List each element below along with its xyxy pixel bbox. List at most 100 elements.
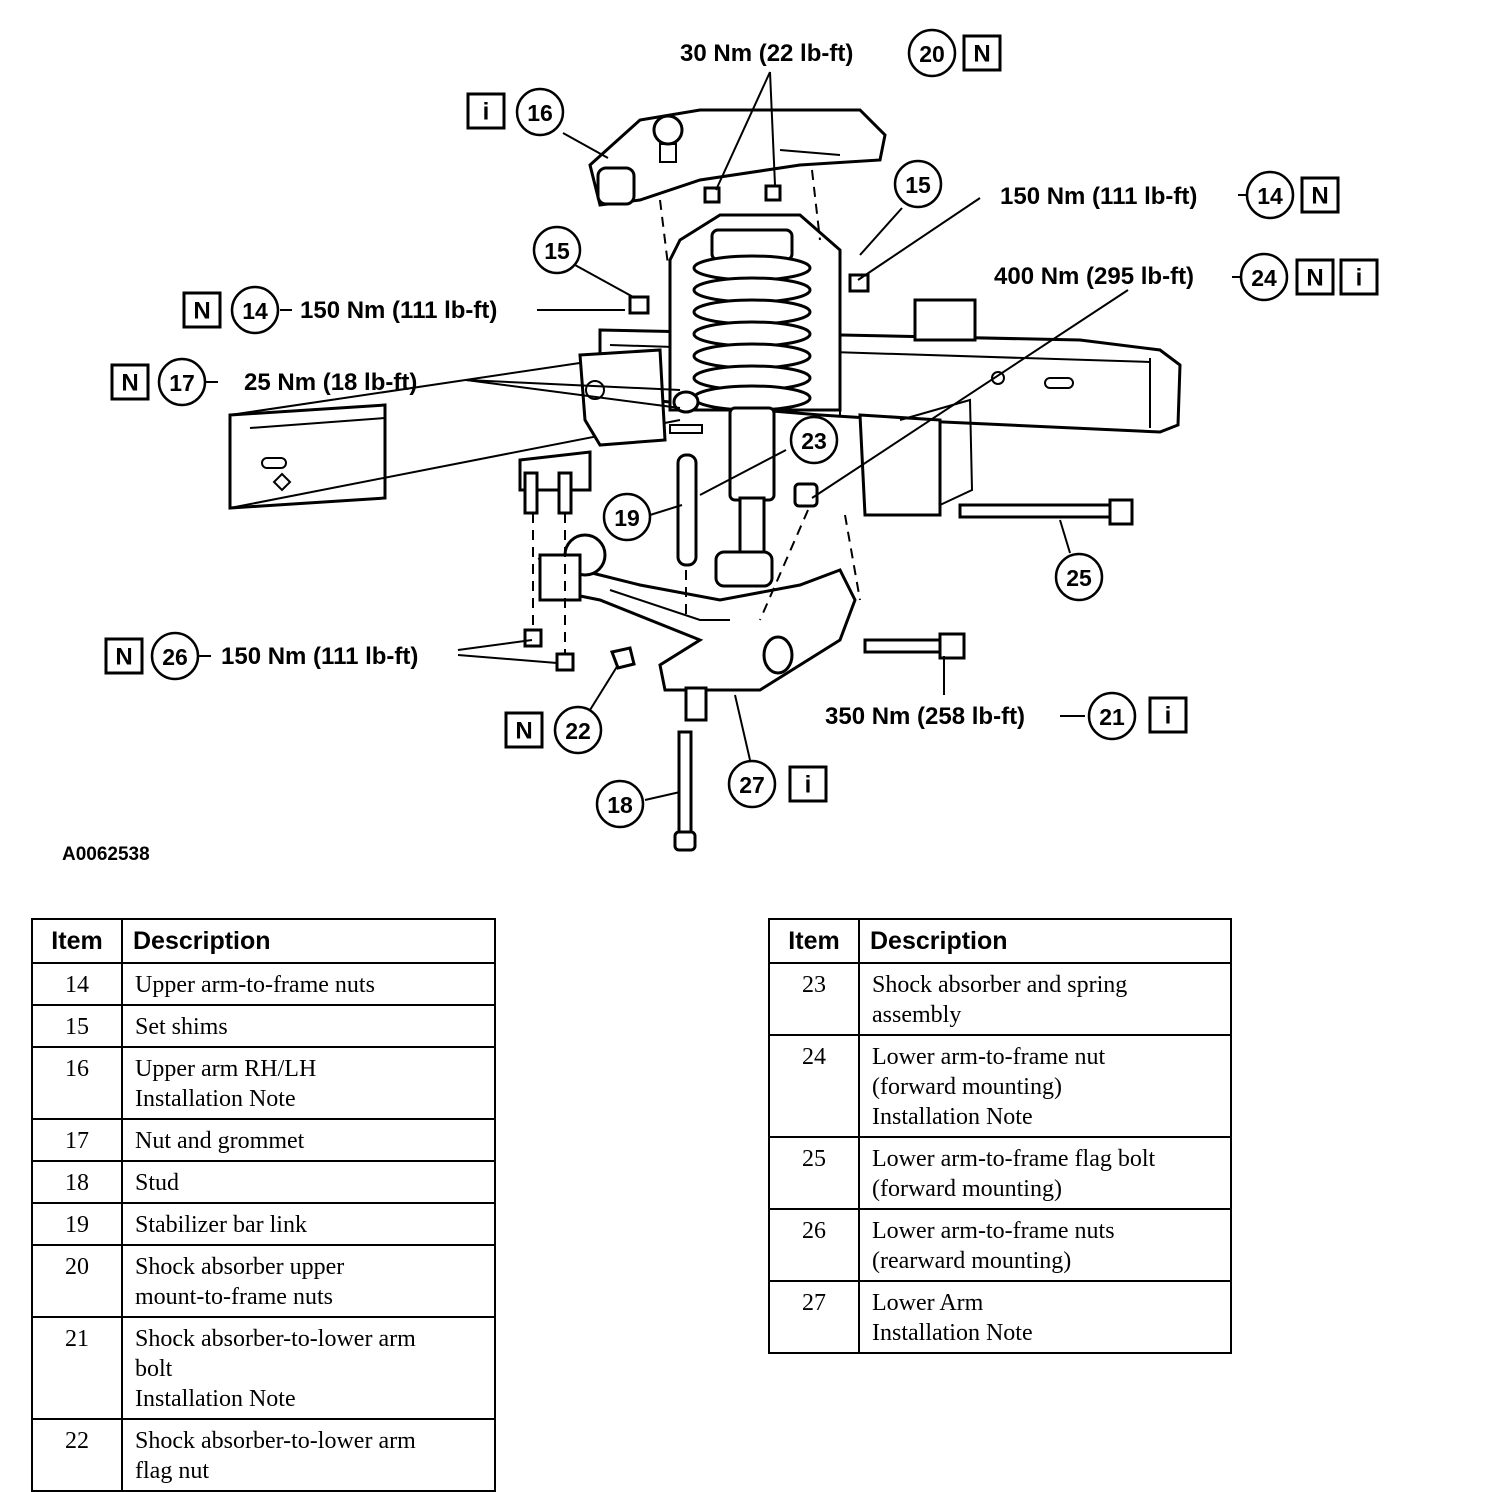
description-line: Upper arm RH/LH bbox=[135, 1056, 317, 1082]
torque-label-26: 150 Nm (111 lb-ft) bbox=[221, 643, 418, 670]
svg-text:23: 23 bbox=[801, 428, 827, 454]
note-box-n-22: N bbox=[504, 711, 544, 749]
callout-15-right: 15 bbox=[893, 159, 943, 209]
note-box-n-17: N bbox=[110, 363, 150, 401]
item-description: Nut and grommet bbox=[121, 1118, 496, 1162]
note-box-i-27: i bbox=[788, 765, 828, 803]
svg-text:26: 26 bbox=[162, 644, 188, 670]
svg-text:14: 14 bbox=[1257, 183, 1283, 209]
torque-label-14-left: 150 Nm (111 lb-ft) bbox=[300, 297, 497, 324]
shock-spring-assembly bbox=[692, 228, 812, 588]
note-box-i-16: i bbox=[466, 92, 506, 130]
item-number: 23 bbox=[768, 962, 860, 1036]
torque-label-24: 400 Nm (295 lb-ft) bbox=[994, 263, 1194, 290]
callout-23: 23 bbox=[789, 415, 839, 465]
shock-lower-bolt bbox=[863, 632, 966, 660]
fasteners bbox=[523, 184, 870, 672]
leader-lines bbox=[199, 52, 1250, 801]
item-description: Set shims bbox=[121, 1004, 496, 1048]
svg-text:15: 15 bbox=[905, 172, 931, 198]
table-header-row: Item Description bbox=[768, 918, 1232, 964]
description-line: Upper arm-to-frame nuts bbox=[135, 972, 375, 998]
item-column-header: Item bbox=[31, 918, 123, 964]
item-description: Lower arm-to-frame nuts(rearward mountin… bbox=[858, 1208, 1232, 1282]
description-line: Stabilizer bar link bbox=[135, 1212, 307, 1238]
item-number: 20 bbox=[31, 1244, 123, 1318]
torque-label-20: 30 Nm (22 lb-ft) bbox=[680, 40, 853, 67]
svg-text:24: 24 bbox=[1251, 265, 1277, 291]
description-line: flag nut bbox=[135, 1458, 209, 1484]
svg-text:16: 16 bbox=[527, 100, 553, 126]
description-line: Nut and grommet bbox=[135, 1128, 305, 1154]
item-description: Lower arm-to-frame nut(forward mounting)… bbox=[858, 1034, 1232, 1138]
callout-22: 22 bbox=[553, 705, 603, 755]
item-number: 19 bbox=[31, 1202, 123, 1246]
svg-text:N: N bbox=[121, 370, 138, 397]
svg-text:N: N bbox=[115, 644, 132, 671]
callout-25: 25 bbox=[1054, 552, 1104, 602]
note-box-n-14-right: N bbox=[1300, 176, 1340, 214]
svg-text:i: i bbox=[805, 772, 812, 799]
description-line: Installation Note bbox=[135, 1086, 296, 1112]
item-description: Upper arm-to-frame nuts bbox=[121, 962, 496, 1006]
svg-text:i: i bbox=[1165, 703, 1172, 730]
callout-18: 18 bbox=[595, 779, 645, 829]
description-column-header: Description bbox=[121, 918, 496, 964]
note-box-n-26: N bbox=[104, 637, 144, 675]
frame-rail-left bbox=[228, 348, 681, 510]
item-column-header: Item bbox=[768, 918, 860, 964]
note-box-n-14-left: N bbox=[182, 291, 222, 329]
description-line: Shock absorber-to-lower arm bbox=[135, 1428, 416, 1454]
stud bbox=[673, 730, 697, 852]
item-number: 27 bbox=[768, 1280, 860, 1354]
stabilizer-link bbox=[669, 390, 703, 567]
item-number: 16 bbox=[31, 1046, 123, 1120]
table-header-row: Item Description bbox=[31, 918, 496, 964]
svg-text:N: N bbox=[1306, 265, 1323, 292]
description-line: Shock absorber upper bbox=[135, 1254, 345, 1280]
item-number: 25 bbox=[768, 1136, 860, 1210]
callout-16: 16 bbox=[515, 87, 565, 137]
callout-14-right: 14 bbox=[1245, 170, 1295, 220]
callout-17: 17 bbox=[157, 357, 207, 407]
note-box-n-24: N bbox=[1295, 258, 1335, 296]
torque-label-14-right: 150 Nm (111 lb-ft) bbox=[1000, 183, 1197, 210]
svg-text:N: N bbox=[973, 41, 990, 68]
description-line: Shock absorber-to-lower arm bbox=[135, 1326, 416, 1352]
note-box-i-21: i bbox=[1148, 696, 1188, 734]
item-description: Stud bbox=[121, 1160, 496, 1204]
items-table-right: Item Description 23 Shock absorber and sp… bbox=[768, 918, 1232, 1354]
flag-bolt-forward bbox=[958, 498, 1134, 526]
note-box-i-24: i bbox=[1339, 258, 1379, 296]
item-number: 14 bbox=[31, 962, 123, 1006]
item-description: Lower arm-to-frame flag bolt(forward mou… bbox=[858, 1136, 1232, 1210]
item-number: 18 bbox=[31, 1160, 123, 1204]
upper-control-arm bbox=[588, 108, 887, 207]
svg-text:15: 15 bbox=[544, 238, 570, 264]
item-number: 21 bbox=[31, 1316, 123, 1420]
description-column-header: Description bbox=[858, 918, 1232, 964]
table-row: 16 Upper arm RH/LH Installation Note bbox=[31, 1046, 496, 1120]
torque-label-21: 350 Nm (258 lb-ft) bbox=[825, 703, 1025, 730]
description-line: bolt bbox=[135, 1356, 173, 1382]
item-number: 17 bbox=[31, 1118, 123, 1162]
description-line: Shock absorber and spring bbox=[872, 972, 1128, 998]
table-row: 19 Stabilizer bar link bbox=[31, 1202, 496, 1246]
item-number: 24 bbox=[768, 1034, 860, 1138]
svg-text:18: 18 bbox=[607, 792, 633, 818]
table-row: 14 Upper arm-to-frame nuts bbox=[31, 962, 496, 1006]
callout-19: 19 bbox=[602, 492, 652, 542]
callout-14-left: 14 bbox=[230, 285, 280, 335]
svg-text:22: 22 bbox=[565, 718, 591, 744]
item-number: 26 bbox=[768, 1208, 860, 1282]
item-description: Stabilizer bar link bbox=[121, 1202, 496, 1246]
description-line: (forward mounting) bbox=[872, 1176, 1062, 1202]
